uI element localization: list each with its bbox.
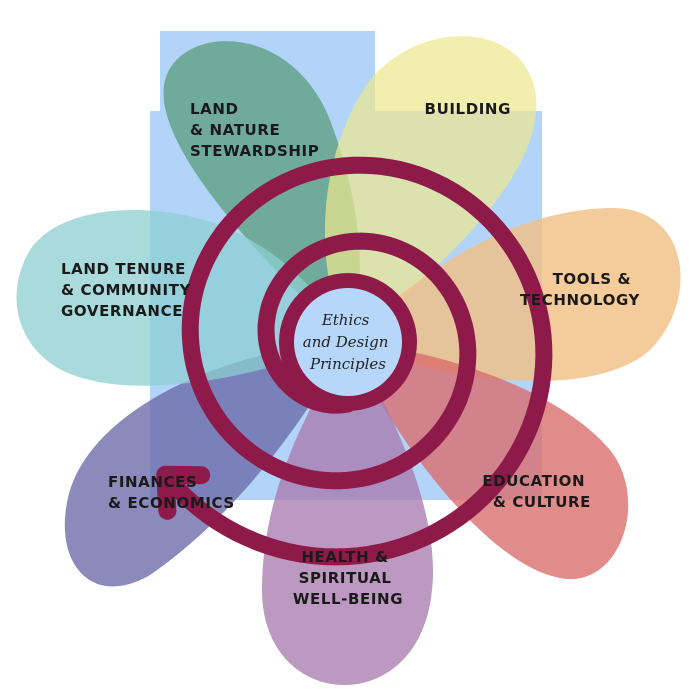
label-line: & CULTURE bbox=[493, 493, 591, 511]
label-line: & COMMUNITY bbox=[61, 281, 191, 299]
petal-health-wellbeing bbox=[262, 342, 434, 685]
label-education-culture: EDUCATION & CULTURE bbox=[482, 472, 591, 511]
label-line: FINANCES bbox=[108, 473, 197, 491]
label-tools-technology: TOOLS & TECHNOLOGY bbox=[520, 270, 641, 309]
center-label-line: Ethics bbox=[321, 311, 370, 329]
petals bbox=[16, 36, 681, 685]
label-line: WELL-BEING bbox=[293, 590, 403, 608]
petal-education-culture bbox=[348, 342, 629, 580]
petal-finances-economics bbox=[64, 342, 349, 587]
center-circle bbox=[294, 288, 402, 396]
label-line: STEWARDSHIP bbox=[190, 142, 319, 160]
label-health-wellbeing: HEALTH & SPIRITUAL WELL-BEING bbox=[293, 548, 403, 608]
label-line: BUILDING bbox=[425, 100, 511, 118]
petal-building bbox=[324, 36, 537, 343]
label-line: LAND bbox=[190, 100, 239, 118]
center-node: Ethics and Design Principles bbox=[279, 273, 417, 411]
label-line: SPIRITUAL bbox=[299, 569, 392, 587]
center-label-line: Principles bbox=[309, 355, 386, 373]
label-line: GOVERNANCE bbox=[61, 302, 183, 320]
center-label: Ethics and Design Principles bbox=[303, 311, 393, 373]
label-line: EDUCATION bbox=[482, 472, 585, 490]
spiral-path bbox=[156, 156, 553, 566]
label-line: & NATURE bbox=[190, 121, 280, 139]
label-line: LAND TENURE bbox=[61, 260, 186, 278]
label-line: TOOLS & bbox=[553, 270, 632, 288]
label-finances-economics: FINANCES & ECONOMICS bbox=[108, 473, 235, 512]
arrowhead-icon bbox=[156, 465, 211, 520]
label-line: & ECONOMICS bbox=[108, 494, 235, 512]
label-line: TECHNOLOGY bbox=[520, 291, 641, 309]
label-land-nature: LAND & NATURE STEWARDSHIP bbox=[190, 100, 319, 160]
label-land-tenure: LAND TENURE & COMMUNITY GOVERNANCE bbox=[61, 260, 197, 320]
label-line: HEALTH & bbox=[301, 548, 388, 566]
label-building: BUILDING bbox=[425, 100, 511, 118]
petal-tools-technology bbox=[348, 207, 681, 382]
petal-labels: LAND & NATURE STEWARDSHIP BUILDING TOOLS… bbox=[61, 100, 641, 608]
center-label-line: and Design bbox=[303, 333, 389, 351]
spiral-arrow bbox=[156, 156, 553, 566]
